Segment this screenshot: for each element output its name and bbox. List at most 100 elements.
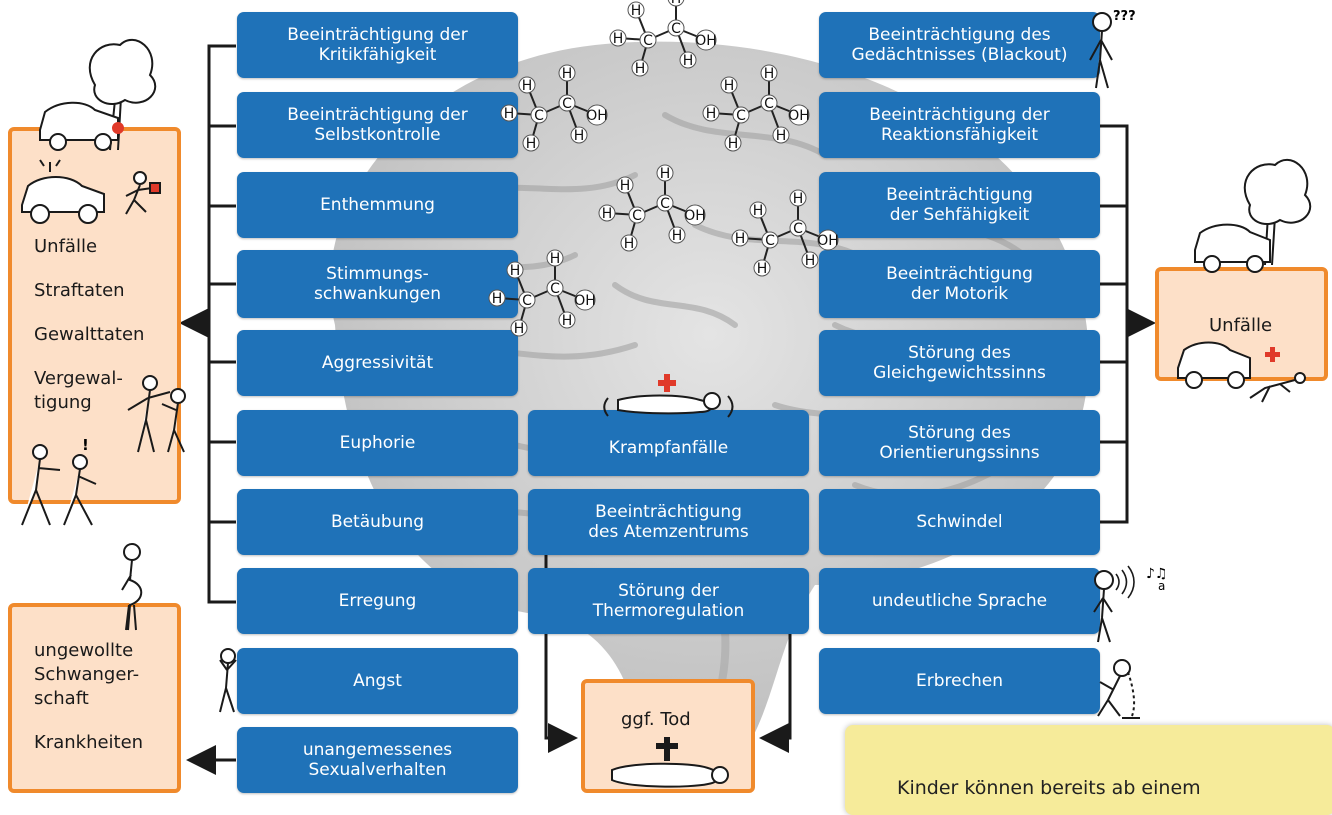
- atom-label-h: H: [492, 291, 503, 307]
- atom-circle: [656, 194, 674, 212]
- seizure-figure-icon: [603, 392, 734, 418]
- anxious-figure-icon: [219, 648, 237, 713]
- symptom-box-schwindel: Schwindel: [819, 489, 1100, 555]
- atom-label-c: C: [562, 96, 572, 112]
- atom-label-h: H: [683, 53, 694, 69]
- exclamation-label: !: [82, 436, 89, 454]
- atom-label-oh: OH: [586, 108, 608, 124]
- atom-circle: [558, 64, 576, 82]
- atom-label-oh: OH: [788, 108, 810, 124]
- atom-circle: [500, 104, 518, 122]
- sound-waves-icon: [1115, 565, 1135, 599]
- atom-label-h: H: [526, 136, 537, 152]
- atom-circle: [695, 29, 717, 51]
- symptom-box-betaeubung: Betäubung: [237, 489, 518, 555]
- atom-circle: [788, 104, 810, 126]
- consequence-schwanger: Schwanger-: [34, 664, 140, 685]
- atom-circle: [574, 289, 596, 311]
- atom-label-h: H: [613, 31, 624, 47]
- symptom-box-enthemmung: Enthemmung: [237, 172, 518, 238]
- consequence-unfaelle-right: Unfälle: [1209, 315, 1273, 336]
- symptom-box-aggressivitaet: Aggressivität: [237, 330, 518, 396]
- symptom-box-atemzentrum: Beeinträchtigung des Atemzentrums: [528, 489, 809, 555]
- vomiting-figure-icon: [1097, 659, 1140, 719]
- atom-circle: [510, 319, 528, 337]
- atom-label-h: H: [574, 128, 585, 144]
- atom-circle: [558, 311, 576, 329]
- atom-circle: [609, 29, 627, 47]
- atom-circle: [753, 259, 771, 277]
- atom-label-c: C: [550, 281, 560, 297]
- atom-label-oh: OH: [695, 33, 717, 49]
- atom-label-h: H: [764, 66, 775, 82]
- symptom-box-stimmungsschwankungen: Stimmungs- schwankungen: [237, 250, 518, 318]
- atom-label-h: H: [624, 236, 635, 252]
- grave-cross-icon-bar: [656, 743, 678, 749]
- atom-label-h: H: [635, 61, 646, 77]
- atom-label-c: C: [736, 108, 746, 124]
- atom-label-h: H: [753, 203, 764, 219]
- atom-label-h: H: [672, 228, 683, 244]
- atom-label-h: H: [793, 191, 804, 207]
- symptom-box-kritikfaehigkeit: Beeinträchtigung der Kritikfähigkeit: [237, 12, 518, 78]
- consequence-krankheiten: Krankheiten: [34, 732, 144, 753]
- symptom-box-angst: Angst: [237, 648, 518, 714]
- atom-label-h: H: [562, 66, 573, 82]
- car-pedestrian-icon: [1177, 341, 1306, 403]
- symptom-box-orientierungssinn: Störung des Orientierungssinns: [819, 410, 1100, 476]
- atom-circle: [518, 291, 536, 309]
- symptom-box-gedaechtnis: Beeinträchtigung des Gedächtnisses (Blac…: [819, 12, 1100, 78]
- atom-circle: [667, 19, 685, 37]
- atom-circle: [522, 134, 540, 152]
- atom-circle: [724, 134, 742, 152]
- pregnant-woman-icon: [121, 543, 143, 631]
- atom-label-h: H: [724, 78, 735, 94]
- atom-label-c: C: [765, 233, 775, 249]
- symptom-box-motorik: Beeinträchtigung der Motorik: [819, 250, 1100, 318]
- atom-label-h: H: [562, 313, 573, 329]
- atom-label-h: H: [757, 261, 768, 277]
- atom-circle: [530, 106, 548, 124]
- atom-circle: [749, 201, 767, 219]
- atom-circle: [656, 164, 674, 182]
- atom-circle: [598, 204, 616, 222]
- red-cross-right-icon-bar: [1265, 352, 1280, 357]
- atom-label-h: H: [620, 178, 631, 194]
- atom-circle: [631, 59, 649, 77]
- consequence-vergewaltigung-1: Vergewal-: [34, 368, 123, 389]
- atom-circle: [772, 126, 790, 144]
- red-cross-icon-bar: [658, 380, 676, 386]
- atom-circle: [546, 249, 564, 267]
- consequence-panel-lower-left: ungewollte Schwanger- schaft Krankheiten: [8, 603, 181, 793]
- atom-label-c: C: [643, 33, 653, 49]
- atom-label-h: H: [522, 78, 533, 94]
- atom-circle: [760, 94, 778, 112]
- atom-circle: [801, 251, 819, 269]
- symptom-box-erregung: Erregung: [237, 568, 518, 634]
- atom-circle: [702, 104, 720, 122]
- atom-circle: [558, 94, 576, 112]
- atom-label-h: H: [735, 231, 746, 247]
- atom-circle: [620, 234, 638, 252]
- atom-label-oh: OH: [684, 208, 706, 224]
- atom-label-h: H: [728, 136, 739, 152]
- atom-circle: [679, 51, 697, 69]
- atom-label-h: H: [504, 106, 515, 122]
- consequence-ungewollte: ungewollte: [34, 640, 134, 661]
- symptom-box-erbrechen: Erbrechen: [819, 648, 1100, 714]
- atom-label-h: H: [660, 166, 671, 182]
- atom-label-h: H: [671, 0, 682, 7]
- car-crash-icon: [39, 38, 157, 151]
- symptom-box-reaktionsfaehigkeit: Beeinträchtigung der Reaktionsfähigkeit: [819, 92, 1100, 158]
- atom-label-c: C: [534, 108, 544, 124]
- atom-circle: [667, 0, 685, 7]
- speech-letter: a: [1158, 579, 1165, 593]
- atom-label-h: H: [514, 321, 525, 337]
- consequence-straftaten: Straftaten: [34, 280, 125, 301]
- atom-label-oh: OH: [574, 293, 596, 309]
- atom-circle: [732, 106, 750, 124]
